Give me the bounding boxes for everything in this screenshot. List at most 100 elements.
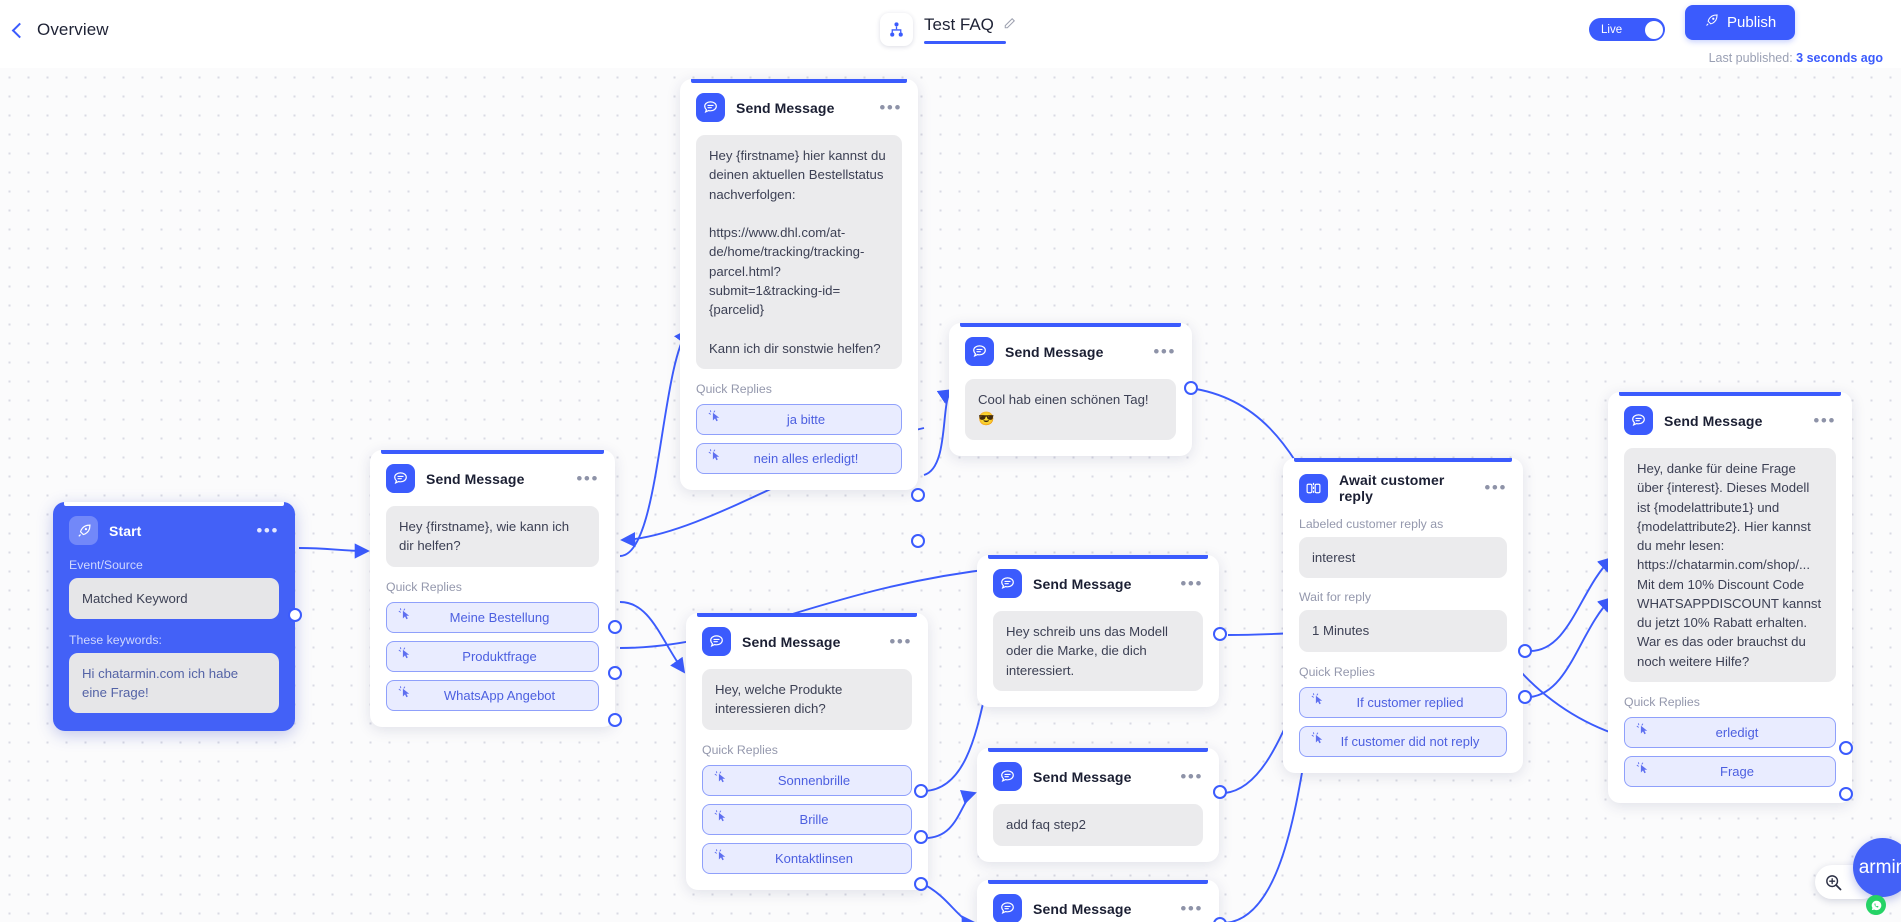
- armin-chat-widget-button[interactable]: armin: [1853, 838, 1901, 897]
- quick-replies-label: Quick Replies: [702, 742, 778, 757]
- quick-reply-item[interactable]: If customer replied: [1299, 686, 1507, 718]
- last-published-value: 3 seconds ago: [1796, 51, 1883, 65]
- chat-bubble-icon: [993, 762, 1022, 791]
- wait-for-reply-value[interactable]: 1 Minutes: [1299, 610, 1507, 652]
- message-text[interactable]: Hey {firstname} hier kannst du deinen ak…: [696, 135, 902, 369]
- connector-await-qr2[interactable]: [1518, 690, 1532, 704]
- message-text[interactable]: add faq step2: [993, 804, 1203, 846]
- node-menu-button[interactable]: •••: [879, 97, 902, 117]
- node-header: Send Message •••: [696, 93, 902, 122]
- connector-welcome-qr3[interactable]: [608, 713, 622, 727]
- message-text[interactable]: Hey, welche Produkte interessieren dich?: [702, 669, 912, 730]
- whatsapp-icon[interactable]: [1866, 895, 1886, 915]
- connector-products-qr3[interactable]: [914, 877, 928, 891]
- wait-for-reply-label: Wait for reply: [1299, 590, 1371, 605]
- node-title: Start: [109, 522, 142, 539]
- node-menu-button[interactable]: •••: [889, 631, 912, 651]
- publish-button[interactable]: Publish: [1685, 5, 1796, 40]
- node-menu-button[interactable]: •••: [256, 520, 279, 540]
- connector-answer-qr2[interactable]: [1839, 787, 1853, 801]
- node-send-message-faq-step3[interactable]: Send Message ••• add faq step3: [977, 880, 1219, 922]
- quick-reply-item[interactable]: Sonnenbrille: [702, 764, 912, 796]
- node-menu-button[interactable]: •••: [1484, 478, 1507, 497]
- flow-tab[interactable]: Test FAQ: [880, 13, 1018, 46]
- node-header: Send Message •••: [993, 762, 1203, 791]
- connector-goodbye-out[interactable]: [1184, 381, 1198, 395]
- node-await-customer-reply[interactable]: Await customer reply ••• Labeled custome…: [1283, 458, 1523, 773]
- connector-welcome-qr2[interactable]: [608, 666, 622, 680]
- live-toggle[interactable]: Live: [1589, 18, 1665, 41]
- quick-reply-icon: [714, 809, 728, 829]
- quick-reply-item[interactable]: Produktfrage: [386, 640, 599, 672]
- edit-pencil-icon[interactable]: [1003, 15, 1018, 35]
- node-send-message-products[interactable]: Send Message ••• Hey, welche Produkte in…: [686, 613, 928, 890]
- node-title: Send Message: [1005, 343, 1104, 360]
- node-send-message-faq-step2[interactable]: Send Message ••• add faq step2: [977, 748, 1219, 862]
- message-text[interactable]: Hey schreib uns das Modell oder die Mark…: [993, 611, 1203, 691]
- node-title: Send Message: [1033, 575, 1132, 592]
- quick-reply-item[interactable]: Frage: [1624, 755, 1836, 787]
- last-published-status: Last published: 3 seconds ago: [1709, 51, 1883, 65]
- quick-reply-item[interactable]: ja bitte: [696, 403, 902, 435]
- flow-title: Test FAQ: [924, 15, 994, 34]
- keyword-value[interactable]: Hi chatarmin.com ich habe eine Frage!: [69, 653, 279, 714]
- event-source-label: Event/Source: [69, 558, 143, 572]
- node-header: Await customer reply •••: [1299, 472, 1507, 504]
- labeled-reply-value[interactable]: interest: [1299, 537, 1507, 579]
- quick-reply-item[interactable]: nein alles erledigt!: [696, 442, 902, 474]
- node-menu-button[interactable]: •••: [1180, 898, 1203, 918]
- node-menu-button[interactable]: •••: [1180, 766, 1203, 786]
- chat-bubble-icon: [386, 464, 415, 493]
- rocket-icon: [1704, 13, 1719, 32]
- quick-reply-icon: [398, 646, 412, 666]
- node-send-message-welcome[interactable]: Send Message ••• Hey {firstname}, wie ka…: [370, 450, 615, 727]
- connector-await-qr1[interactable]: [1518, 644, 1532, 658]
- last-published-prefix: Last published:: [1708, 51, 1793, 65]
- node-title: Send Message: [1033, 768, 1132, 785]
- quick-reply-label: erledigt: [1715, 724, 1759, 740]
- quick-reply-item[interactable]: WhatsApp Angebot: [386, 679, 599, 711]
- connector-start-out[interactable]: [288, 608, 302, 622]
- connector-faq-step2-out[interactable]: [1213, 785, 1227, 799]
- flow-canvas[interactable]: Start ••• Event/Source Matched Keyword T…: [0, 68, 1901, 922]
- back-to-overview-button[interactable]: Overview: [11, 20, 109, 40]
- node-header: Send Message •••: [965, 337, 1176, 366]
- node-menu-button[interactable]: •••: [576, 468, 599, 488]
- quick-reply-item[interactable]: If customer did not reply: [1299, 725, 1507, 757]
- node-menu-button[interactable]: •••: [1813, 410, 1836, 430]
- quick-reply-icon: [398, 607, 412, 627]
- quick-reply-icon: [398, 685, 412, 705]
- quick-reply-item[interactable]: Brille: [702, 803, 912, 835]
- node-start[interactable]: Start ••• Event/Source Matched Keyword T…: [53, 502, 295, 732]
- connector-answer-qr1[interactable]: [1839, 741, 1853, 755]
- node-send-message-goodbye[interactable]: Send Message ••• Cool hab einen schönen …: [949, 323, 1192, 456]
- node-header: Send Message •••: [702, 627, 912, 656]
- quick-reply-label: Brille: [799, 811, 829, 827]
- message-text[interactable]: Hey {firstname}, wie kann ich dir helfen…: [386, 506, 599, 567]
- node-send-message-order-status[interactable]: Send Message ••• Hey {firstname} hier ka…: [680, 79, 918, 490]
- zoom-in-icon: [1826, 874, 1842, 890]
- flow-tree-icon: [880, 13, 913, 46]
- quick-reply-item[interactable]: erledigt: [1624, 716, 1836, 748]
- node-menu-button[interactable]: •••: [1180, 573, 1203, 593]
- message-text[interactable]: Hey, danke für deine Frage über {interes…: [1624, 448, 1836, 682]
- connector-order-qr1[interactable]: [911, 488, 925, 502]
- event-source-value[interactable]: Matched Keyword: [69, 578, 279, 620]
- message-text[interactable]: Cool hab einen schönen Tag! 😎: [965, 379, 1176, 440]
- quick-reply-item[interactable]: Kontaktlinsen: [702, 842, 912, 874]
- quick-replies-label: Quick Replies: [696, 381, 772, 396]
- connector-order-qr2[interactable]: [911, 534, 925, 548]
- node-header: Send Message •••: [1624, 406, 1836, 435]
- node-title: Send Message: [742, 633, 841, 650]
- connector-faq-step3-out[interactable]: [1213, 917, 1227, 922]
- connector-products-qr2[interactable]: [914, 830, 928, 844]
- connector-products-qr1[interactable]: [914, 784, 928, 798]
- quick-reply-item[interactable]: Meine Bestellung: [386, 601, 599, 633]
- node-send-message-answer[interactable]: Send Message ••• Hey, danke für deine Fr…: [1608, 392, 1852, 803]
- node-menu-button[interactable]: •••: [1153, 341, 1176, 361]
- quick-reply-icon: [708, 449, 722, 468]
- connector-welcome-qr1[interactable]: [608, 620, 622, 634]
- node-header: Start •••: [69, 516, 279, 545]
- node-send-message-model-ask[interactable]: Send Message ••• Hey schreib uns das Mod…: [977, 555, 1219, 707]
- connector-model-ask-out[interactable]: [1213, 627, 1227, 641]
